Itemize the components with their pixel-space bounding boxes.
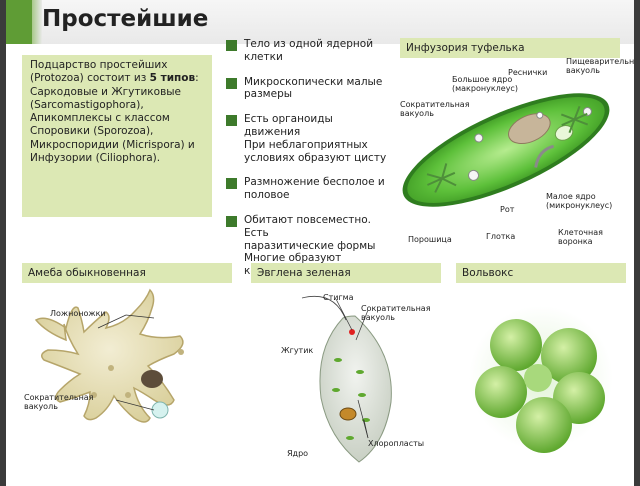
label-throat: Глотка xyxy=(486,232,516,241)
bullet-square xyxy=(226,115,237,127)
label-chloroplasts: Хлоропласты xyxy=(368,439,425,448)
label-text: Сократительная xyxy=(400,100,470,109)
fact-line: паразитические формы xyxy=(244,239,376,252)
title-bar: Простейшие xyxy=(6,0,634,44)
label-macronucleus: Большое ядро(макронуклеус) xyxy=(452,75,518,93)
intro-line: Саркодовые и Жгутиковые xyxy=(30,85,182,98)
intro-line: (Sarcomastigophora), xyxy=(30,98,144,111)
intro-text: Подцарство простейших (Protozoa) состоит… xyxy=(30,59,210,165)
fact-line: Тело из одной ядерной xyxy=(244,38,374,50)
label-micronucleus: Малое ядро(микронуклеус) xyxy=(546,192,612,210)
label-mouth: Рот xyxy=(500,205,515,214)
intro-bold: 5 типов xyxy=(149,72,196,85)
volvox-heading: Вольвокс xyxy=(456,263,626,283)
label-text: вакуоль xyxy=(24,402,58,411)
intro-line: : xyxy=(195,72,199,85)
infusoria-heading: Инфузория туфелька xyxy=(400,38,620,58)
label-cilia: Реснички xyxy=(508,68,548,77)
amoeba-illustration xyxy=(34,288,184,423)
label-text: воронка xyxy=(558,237,593,246)
label-text: Сократительная xyxy=(24,393,94,402)
euglena-illustration xyxy=(301,295,392,463)
label-stigma: Стигма xyxy=(323,293,354,302)
label-text: Сократительная xyxy=(361,304,431,313)
fact-line: При неблагоприятных xyxy=(244,138,368,151)
label-flagellum: Жгутик xyxy=(281,346,314,355)
label-text: Малое ядро xyxy=(546,192,596,201)
label-digestive-vacuole: Пищеварительнаявакуоль xyxy=(566,57,634,75)
fact-line: размеры xyxy=(244,88,293,101)
fact-line: Есть органоиды движения xyxy=(244,113,333,138)
fact-line: условиях образуют цисту xyxy=(244,151,387,164)
bullet-square xyxy=(226,178,237,190)
fact-line: Микроскопически малые xyxy=(244,75,383,88)
paramecium-illustration xyxy=(402,93,610,207)
label-text: (макронуклеус) xyxy=(452,84,518,93)
label-text: (микронуклеус) xyxy=(546,201,613,210)
label-text: вакуоль xyxy=(361,313,395,322)
intro-line: Микроспоридии (Micrispora) и xyxy=(30,138,195,151)
intro-line: Подцарство простейших xyxy=(30,59,168,71)
title-accent xyxy=(6,0,32,44)
label-text: Пищеварительная xyxy=(566,57,634,66)
intro-line: Инфузории (Ciliophora). xyxy=(30,152,161,165)
fact-line: половое xyxy=(244,189,290,202)
fact-line: клетки xyxy=(244,50,283,63)
page-title: Простейшие xyxy=(42,6,209,32)
bullet-square xyxy=(226,40,237,51)
volvox-illustration xyxy=(469,306,613,453)
fact-line: Размножение бесполое и xyxy=(244,176,385,189)
title-accent-fade xyxy=(32,0,42,44)
label-text: вакуоль xyxy=(400,109,434,118)
intro-line: Апикомплексы с классом xyxy=(30,112,170,125)
label-text: Большое ядро xyxy=(452,75,513,84)
intro-line: (Protozoa) состоит из xyxy=(30,72,150,85)
label-powder: Порошица xyxy=(408,235,452,244)
label-text: Клеточная xyxy=(558,228,603,237)
slide: Простейшие Подцарство простейших (Protoz… xyxy=(6,0,634,486)
fact-line: Обитают повсеместно. Есть xyxy=(244,213,372,239)
amoeba-heading: Амеба обыкновенная xyxy=(22,263,232,283)
bullet-square xyxy=(226,77,237,89)
euglena-heading: Эвглена зеленая xyxy=(251,263,441,283)
intro-line: Споровики (Sporozoa), xyxy=(30,125,154,138)
illustrations xyxy=(34,93,613,463)
bullet-square xyxy=(226,215,237,227)
label-pseudopodia: Ложноножки xyxy=(50,309,106,318)
intro-box: Подцарство простейших (Protozoa) состоит… xyxy=(22,55,212,217)
label-nucleus: Ядро xyxy=(287,449,309,458)
label-text: вакуоль xyxy=(566,66,600,75)
